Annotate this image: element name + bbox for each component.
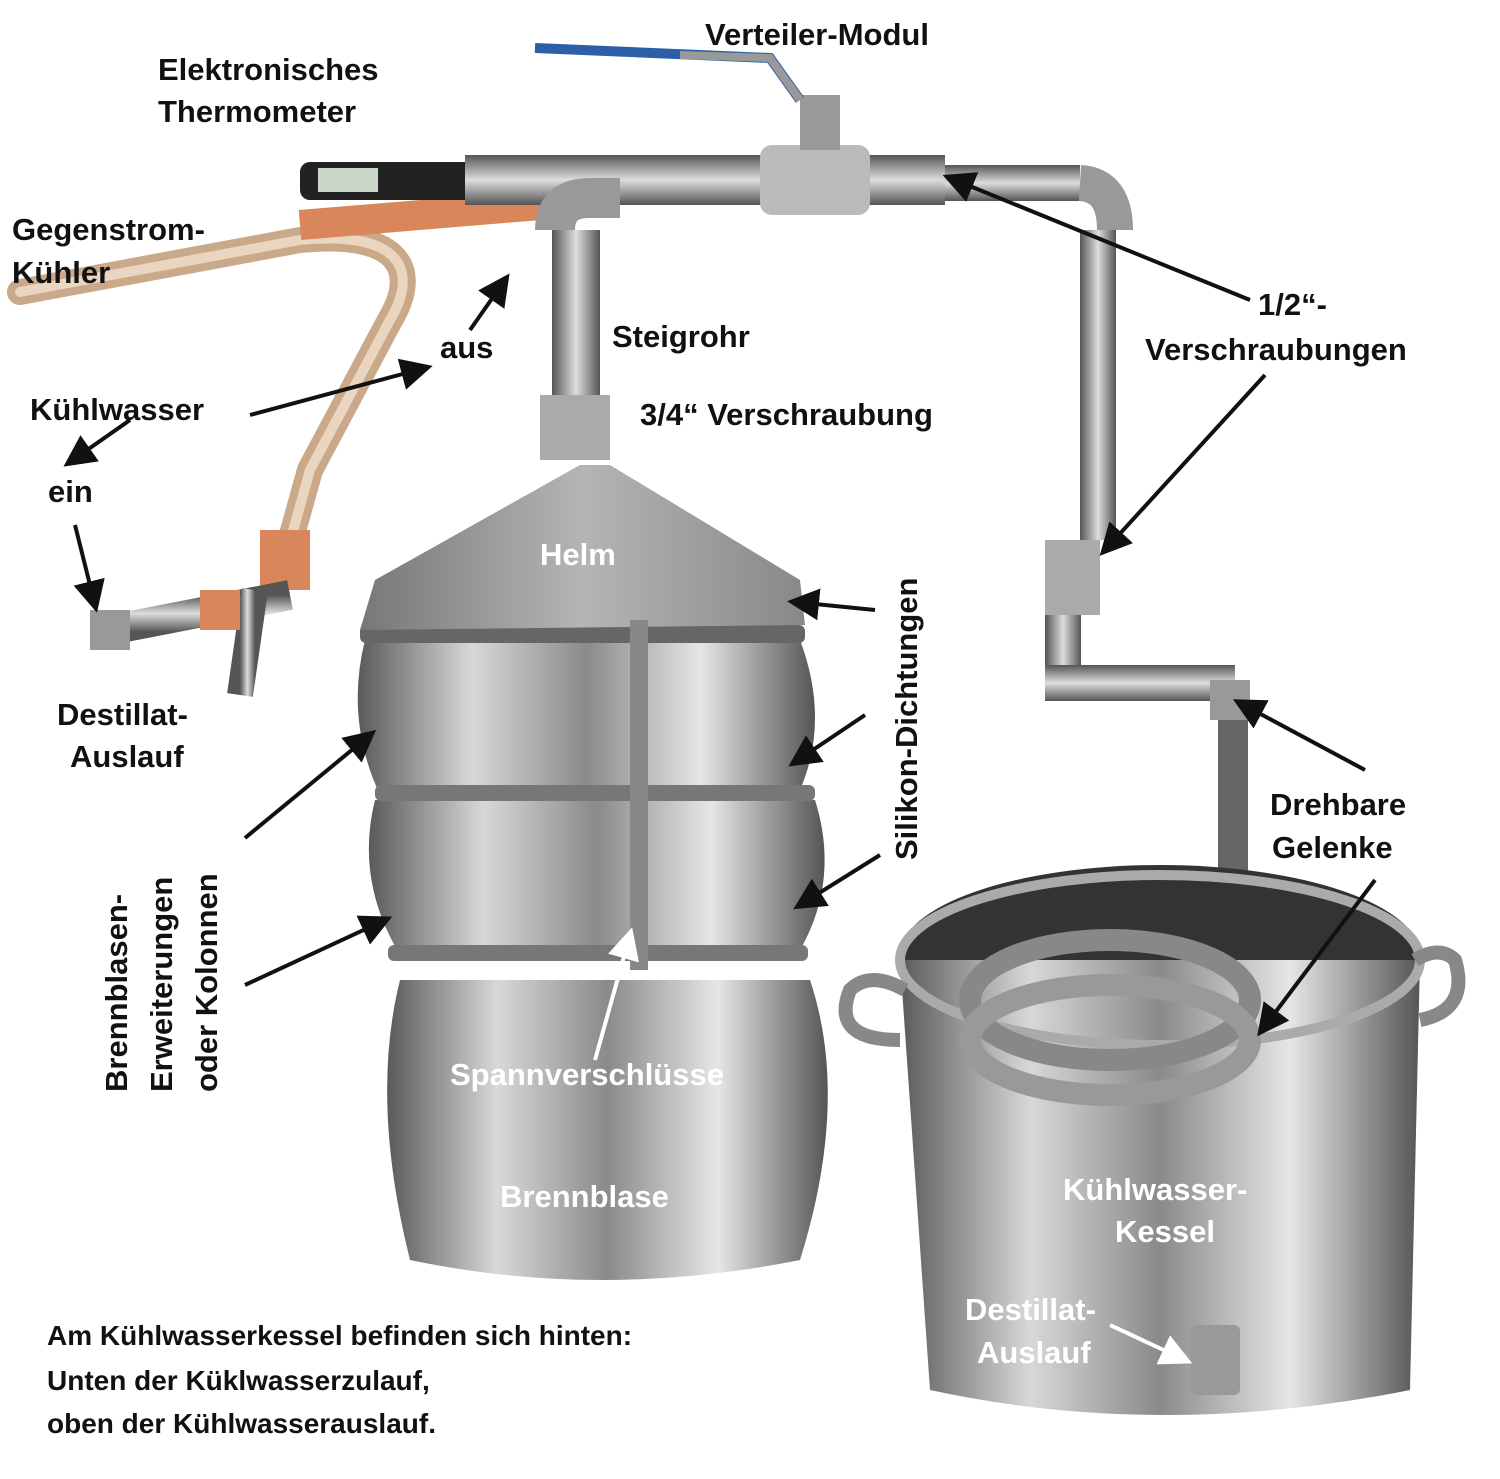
label-drehbare-2: Gelenke xyxy=(1272,830,1393,865)
note-line-1: Am Kühlwasserkessel befinden sich hinten… xyxy=(47,1320,632,1351)
label-kessel-2: Kessel xyxy=(1115,1214,1215,1249)
label-destillat-left-1: Destillat- xyxy=(57,697,188,732)
label-erweiterung-1: Brennblasen- xyxy=(99,894,134,1092)
label-gegenstrom-2: Kühler xyxy=(12,255,110,290)
still-pot xyxy=(357,465,828,1280)
label-kuehlwasser: Kühlwasser xyxy=(30,392,204,427)
label-brennblase: Brennblase xyxy=(500,1179,669,1214)
label-helm: Helm xyxy=(540,537,616,572)
label-ein: ein xyxy=(48,474,93,509)
label-thermometer-1: Elektronisches xyxy=(158,52,379,87)
label-verteiler-modul: Verteiler-Modul xyxy=(705,17,929,52)
label-erweiterung-3: oder Kolonnen xyxy=(189,873,224,1092)
cooling-kettle xyxy=(838,865,1466,1415)
label-steigrohr: Steigrohr xyxy=(612,319,750,354)
counterflow-cooler xyxy=(7,190,542,697)
label-destillat-left-2: Auslauf xyxy=(70,739,184,774)
label-aus: aus xyxy=(440,330,493,365)
note-line-3: oben der Kühlwasserauslauf. xyxy=(47,1408,436,1439)
thermometer xyxy=(300,162,475,200)
label-silikon-dichtungen: Silikon-Dichtungen xyxy=(889,578,924,860)
note-line-2: Unten der Küklwasserzulauf, xyxy=(47,1365,430,1396)
label-destillat-right-1: Destillat- xyxy=(965,1292,1096,1327)
label-verschraubungen-12-1: 1/2“- xyxy=(1258,287,1327,322)
riser-pipe xyxy=(535,178,620,460)
distributor-module xyxy=(465,43,1250,1030)
label-erweiterung-2: Erweiterungen xyxy=(144,877,179,1092)
label-kessel-1: Kühlwasser- xyxy=(1063,1172,1247,1207)
label-spannverschluesse: Spannverschlüsse xyxy=(450,1057,724,1092)
label-gegenstrom-1: Gegenstrom- xyxy=(12,212,205,247)
label-drehbare-1: Drehbare xyxy=(1270,787,1406,822)
arrows xyxy=(63,172,1377,1037)
label-verschraubung-34: 3/4“ Verschraubung xyxy=(640,397,933,432)
label-destillat-right-2: Auslauf xyxy=(977,1335,1091,1370)
label-verschraubungen-12-2: Verschraubungen xyxy=(1145,332,1407,367)
white-arrows xyxy=(593,927,1193,1365)
label-thermometer-2: Thermometer xyxy=(158,94,356,129)
